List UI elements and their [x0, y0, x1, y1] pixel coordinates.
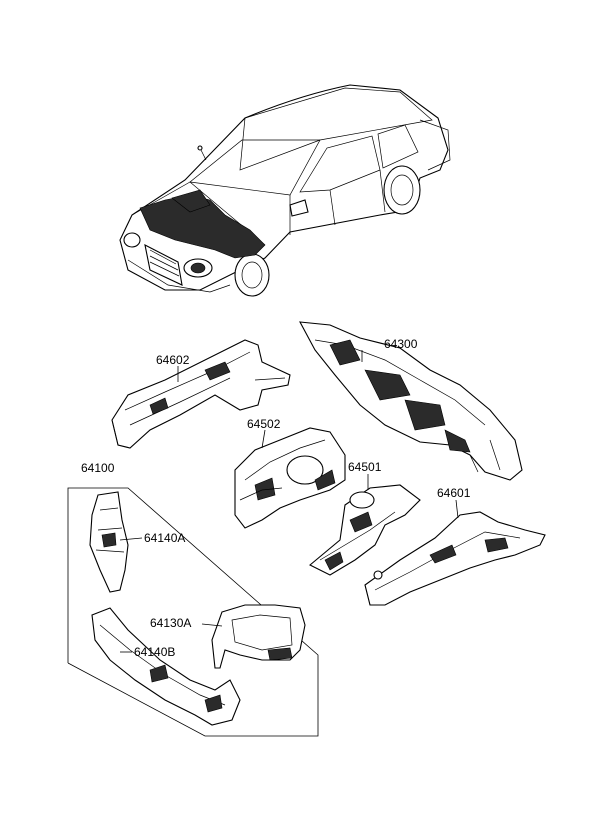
- label-64300: 64300: [384, 337, 418, 351]
- label-64501: 64501: [348, 460, 382, 474]
- part-64502: [234, 427, 346, 529]
- part-labels: 64602 64300 64502 64100 64501 64601 6414…: [81, 337, 471, 659]
- label-64601: 64601: [437, 486, 471, 500]
- part-64501: [309, 484, 421, 576]
- part-64130A: [211, 604, 306, 669]
- vehicle-illustration: [119, 84, 451, 297]
- label-64602: 64602: [156, 353, 190, 367]
- part-64601: [364, 511, 546, 606]
- part-64140A: [89, 491, 129, 593]
- assembly-box-64100: [67, 487, 319, 737]
- part-64602: [111, 339, 291, 449]
- label-64100: 64100: [81, 461, 115, 475]
- part-64140B: [91, 607, 241, 726]
- label-64140A: 64140A: [144, 531, 185, 545]
- part-64300: [299, 321, 523, 481]
- label-64140B: 64140B: [134, 645, 175, 659]
- label-64502: 64502: [247, 417, 281, 431]
- leader-lines: [119, 350, 459, 653]
- label-64130A: 64130A: [150, 616, 191, 630]
